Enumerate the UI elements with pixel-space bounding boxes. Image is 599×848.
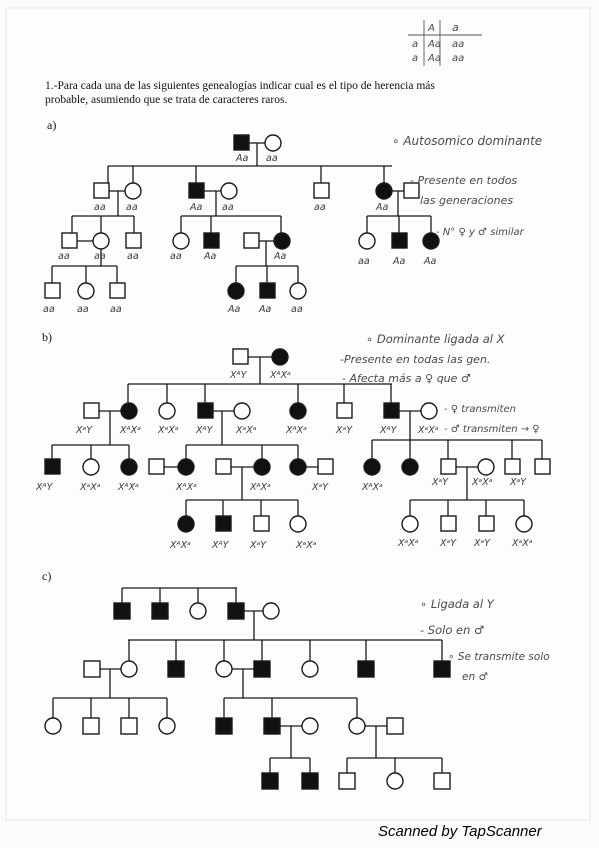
- svg-text:aa: aa: [291, 304, 303, 315]
- punnett-r1c2: aa: [452, 39, 464, 50]
- svg-text:XᴬXᵃ: XᴬXᵃ: [175, 482, 197, 493]
- svg-text:XᵃXᵃ: XᵃXᵃ: [417, 425, 439, 436]
- svg-text:- Solo en ♂: - Solo en ♂: [420, 623, 484, 637]
- svg-text:XᵃY: XᵃY: [473, 538, 491, 549]
- pedigree-b: XᴬY XᴬXᵃ XᵃY XᴬXᵃ XᵃXᵃ XᴬY XᵃXᵃ XᴬXᵃ XᵃY…: [35, 348, 551, 551]
- svg-text:XᵃY: XᵃY: [249, 540, 267, 551]
- svg-text:aa: aa: [170, 251, 182, 262]
- svg-text:Aa: Aa: [258, 304, 271, 315]
- svg-text:XᵃXᵃ: XᵃXᵃ: [511, 538, 533, 549]
- a-g1-male-affected: [233, 134, 250, 151]
- punnett-col-2: a: [452, 21, 459, 34]
- svg-text:aa: aa: [358, 256, 370, 267]
- svg-text:∘ Ligada al Y: ∘ Ligada al Y: [420, 597, 495, 611]
- punnett-r1c1: Aa: [427, 39, 441, 50]
- svg-text:XᴬXᵃ: XᴬXᵃ: [269, 370, 291, 381]
- svg-text:∘ Dominante ligada al X: ∘ Dominante ligada al X: [366, 332, 506, 346]
- svg-text:- Afecta más a ♀ que ♂: - Afecta más a ♀ que ♂: [342, 372, 471, 385]
- section-a-label: a): [47, 118, 56, 132]
- svg-text:XᴬY: XᴬY: [35, 482, 54, 493]
- svg-text:XᴬXᵃ: XᴬXᵃ: [249, 482, 271, 493]
- svg-text:XᴬY: XᴬY: [379, 425, 398, 436]
- pedigree-c: [44, 587, 451, 790]
- svg-text:Aa: Aa: [203, 251, 216, 262]
- svg-text:XᴬY: XᴬY: [211, 540, 230, 551]
- punnett-r2c1: Aa: [427, 53, 441, 64]
- punnett-r2c2: aa: [452, 53, 464, 64]
- svg-text:XᵃXᵃ: XᵃXᵃ: [471, 477, 493, 488]
- svg-text:aa: aa: [58, 251, 70, 262]
- svg-text:aa: aa: [266, 153, 278, 164]
- svg-text:XᵃY: XᵃY: [311, 482, 329, 493]
- punnett-square: A a a Aa aa a Aa aa: [408, 20, 482, 66]
- svg-text:- ♀ transmiten: - ♀ transmiten: [444, 404, 516, 415]
- svg-text:XᴬXᵃ: XᴬXᵃ: [119, 425, 141, 436]
- svg-text:XᴬXᵃ: XᴬXᵃ: [285, 425, 307, 436]
- svg-text:aa: aa: [126, 202, 138, 213]
- svg-text:Aa: Aa: [273, 251, 286, 262]
- svg-text:XᵃXᵃ: XᵃXᵃ: [157, 425, 179, 436]
- svg-text:XᵃXᵃ: XᵃXᵃ: [235, 425, 257, 436]
- punnett-col-1: A: [427, 23, 435, 34]
- svg-text:aa: aa: [127, 251, 139, 262]
- svg-text:XᴬY: XᴬY: [195, 425, 214, 436]
- svg-text:Aa: Aa: [227, 304, 240, 315]
- svg-text:- N° ♀ y ♂ similar: - N° ♀ y ♂ similar: [436, 227, 525, 238]
- pedigree-a: Aa aa aa aa Aa aa aa Aa aa: [43, 134, 440, 315]
- svg-text:- ♂ transmiten → ♀: - ♂ transmiten → ♀: [444, 424, 540, 435]
- svg-text:Aa: Aa: [189, 202, 202, 213]
- svg-text:aa: aa: [43, 304, 55, 315]
- punnett-row-2-label: a: [412, 53, 418, 64]
- question-line-2: probable, asumiendo que se trata de cara…: [45, 94, 287, 106]
- a-g1-female: [264, 134, 282, 152]
- svg-text:XᵃY: XᵃY: [75, 425, 93, 436]
- svg-text:XᵃY: XᵃY: [335, 425, 353, 436]
- svg-text:XᵃXᵃ: XᵃXᵃ: [295, 540, 317, 551]
- question-line-1: 1.-Para cada una de las siguientes genea…: [45, 80, 435, 92]
- svg-text:las generaciones: las generaciones: [420, 194, 513, 207]
- section-b-label: b): [42, 330, 52, 344]
- svg-text:XᵃXᵃ: XᵃXᵃ: [79, 482, 101, 493]
- scanner-footer: Scanned by TapScanner: [378, 823, 543, 840]
- svg-text:aa: aa: [110, 304, 122, 315]
- svg-text:en ♂: en ♂: [462, 671, 488, 683]
- svg-text:aa: aa: [94, 251, 106, 262]
- svg-text:aa: aa: [314, 202, 326, 213]
- svg-text:XᴬXᵃ: XᴬXᵃ: [117, 482, 139, 493]
- svg-text:XᵃY: XᵃY: [439, 538, 457, 549]
- svg-text:-Presente en todas las gen.: -Presente en todas las gen.: [340, 353, 490, 366]
- punnett-row-1-label: a: [412, 39, 418, 50]
- svg-text:Aa: Aa: [235, 153, 248, 164]
- svg-text:XᵃXᵃ: XᵃXᵃ: [397, 538, 419, 549]
- svg-text:∘ Autosomico dominante: ∘ Autosomico dominante: [392, 134, 542, 148]
- svg-text:Aa: Aa: [423, 256, 436, 267]
- svg-text:∘ Se transmite solo: ∘ Se transmite solo: [448, 651, 550, 663]
- svg-text:XᴬXᵃ: XᴬXᵃ: [169, 540, 191, 551]
- svg-text:aa: aa: [77, 304, 89, 315]
- svg-text:- Presente en todos: - Presente en todos: [410, 174, 517, 187]
- svg-text:XᴬY: XᴬY: [229, 370, 248, 381]
- svg-text:aa: aa: [222, 202, 234, 213]
- section-c-label: c): [42, 569, 51, 583]
- svg-text:Aa: Aa: [375, 202, 388, 213]
- svg-text:XᴬXᵃ: XᴬXᵃ: [361, 482, 383, 493]
- svg-text:XᵃY: XᵃY: [509, 477, 527, 488]
- svg-text:Aa: Aa: [392, 256, 405, 267]
- svg-text:XᵃY: XᵃY: [431, 477, 449, 488]
- svg-text:aa: aa: [94, 202, 106, 213]
